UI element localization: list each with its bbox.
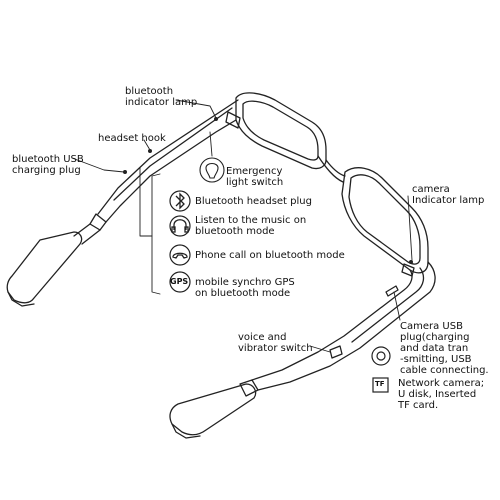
right-hinge: [401, 263, 415, 277]
right-ear-ring: [239, 379, 259, 397]
right-temple-outer: [257, 261, 436, 391]
camera-usb-port: [385, 285, 399, 297]
hook-dot: [148, 149, 152, 153]
right-temple-inner: [251, 269, 413, 381]
label-voice-vibrator-switch: voice and vibrator switch: [238, 332, 313, 354]
left-temple-ridge: [113, 107, 233, 201]
leader-cam-usb: [393, 291, 401, 321]
leader-feature-arm: [139, 167, 153, 237]
right-lens-inner: [348, 174, 421, 265]
left-ear-link: [73, 223, 101, 245]
label-emergency-light-switch: Emergency light switch: [226, 166, 284, 188]
leader-feature-bracket: [151, 173, 161, 295]
leader-voice: [309, 345, 331, 353]
camera-lens-icon: [371, 346, 391, 366]
bt-lamp-dot: [214, 117, 218, 121]
tf-card-icon: [372, 377, 389, 393]
headphones-cup-l: [171, 226, 176, 233]
label-camera-indicator-lamp: camera Indicator lamp: [412, 184, 485, 206]
bridge: [317, 155, 344, 183]
left-lens-inner: [242, 100, 319, 161]
voice-switch: [329, 345, 343, 359]
feature-phone-call: Phone call on bluetooth mode: [195, 250, 345, 261]
headphones-glyph: [173, 219, 187, 230]
bulb-icon: [199, 157, 225, 183]
left-ear-ring: [89, 213, 107, 231]
leader-headset-hook: [143, 139, 151, 151]
label-camera-usb-plug: Camera USB plug(charging and data tran -…: [400, 321, 489, 376]
bridge-lower: [325, 159, 346, 177]
feature-bluetooth-headset-plug: Bluetooth headset plug: [195, 196, 312, 207]
feature-icons: [169, 190, 191, 293]
left-temple-lower: [105, 119, 237, 223]
left-lens-frame: [235, 92, 327, 170]
gps-icon-label: GPS: [170, 277, 189, 286]
feature-listen-music: Listen to the music on bluetooth mode: [195, 215, 307, 237]
leader-usb-charge: [71, 157, 125, 173]
label-bluetooth-usb-charging-plug: bluetooth USB charging plug: [12, 154, 84, 176]
right-pod-bottom: [171, 423, 201, 439]
left-pod: [6, 231, 83, 304]
usb-charge-dot: [123, 170, 127, 174]
right-temple-ridge: [351, 267, 425, 343]
label-bluetooth-indicator-lamp: bluetooth indicator lamp: [125, 86, 198, 108]
leader-cam-lamp: [407, 195, 413, 261]
left-hinge: [225, 111, 241, 129]
tf-badge: TF: [375, 380, 385, 388]
leader-bt-lamp: [175, 99, 217, 119]
left-temple-upper: [97, 99, 239, 215]
right-pod: [169, 383, 257, 436]
gps-icon: [169, 271, 191, 293]
feature-gps: mobile synchro GPS on bluetooth mode: [195, 277, 295, 299]
bluetooth-rune: [175, 192, 185, 210]
headphones-cup-r: [184, 226, 189, 233]
phone-icon: [169, 244, 191, 266]
left-pod-bottom: [7, 291, 35, 307]
headphones-icon: [169, 215, 191, 237]
bluetooth-icon: [169, 190, 191, 212]
label-headset-hook: headset hook: [98, 133, 166, 144]
phone-glyph: [172, 252, 188, 259]
cam-lamp-dot: [409, 260, 413, 264]
label-network-camera: Network camera; U disk, Inserted TF card…: [398, 378, 485, 411]
leader-emergency: [209, 131, 213, 157]
